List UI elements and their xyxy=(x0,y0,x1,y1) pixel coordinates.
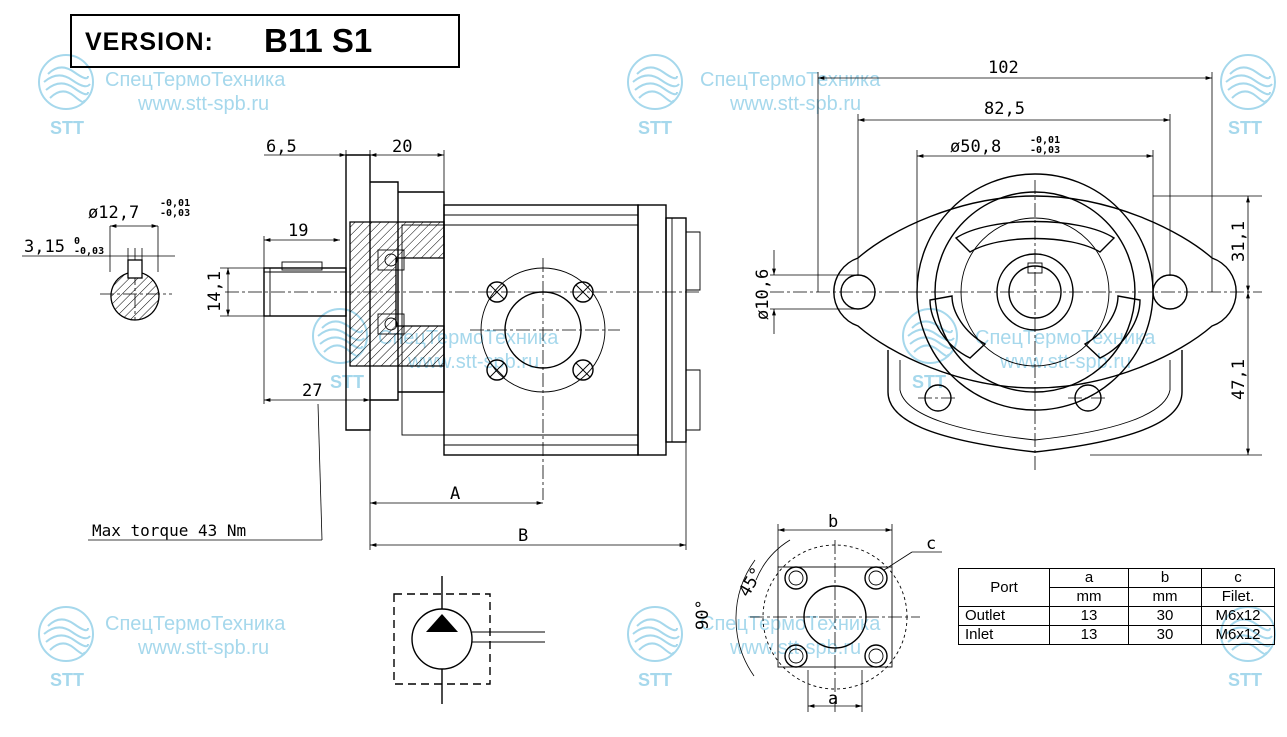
table-row: Outlet 13 30 M6x12 xyxy=(958,606,1275,626)
torque-note: Max torque 43 Nm xyxy=(92,521,246,540)
row-a: 13 xyxy=(1049,625,1129,645)
angle-45: 45° xyxy=(735,564,768,601)
dim-102: 102 xyxy=(988,58,1019,78)
shaft-dia-tol-upper: -0,01 xyxy=(160,198,190,209)
key-tol-upper: 0 xyxy=(74,236,80,247)
watermark-bottom-center: STT СпецТермоТехника www.stt-spb.ru xyxy=(627,606,881,690)
unit-b: mm xyxy=(1128,587,1202,607)
pump-side-view: 6,5 20 19 14,1 27 A B Max torque 43 Nm xyxy=(88,137,701,550)
watermark-company: СпецТермоТехника xyxy=(975,327,1156,349)
row-b: 30 xyxy=(1128,606,1202,626)
watermark-top-left: STT СпецТермоТехника www.stt-spb.ru xyxy=(38,54,286,138)
header-b: b xyxy=(1128,568,1202,588)
shaft-dia-tol-lower: -0,03 xyxy=(160,208,190,219)
watermark-url: www.stt-spb.ru xyxy=(729,637,861,659)
watermark-logo-text: STT xyxy=(330,372,364,392)
dim-b: B xyxy=(518,526,528,546)
watermark-logo-text: STT xyxy=(912,372,946,392)
watermark-company: СпецТермоТехника xyxy=(700,613,881,635)
dim-6-5: 6,5 xyxy=(266,137,297,157)
watermark-url: www.stt-spb.ru xyxy=(999,351,1131,373)
table-header-row: Port a b c xyxy=(958,568,1275,607)
watermark-logo-text: STT xyxy=(638,118,672,138)
dim-19: 19 xyxy=(288,221,308,241)
row-b: 30 xyxy=(1128,625,1202,645)
watermark-logo-text: STT xyxy=(638,670,672,690)
row-port: Outlet xyxy=(958,606,1050,626)
port-dim-b: b xyxy=(828,512,838,532)
port-table: Port a b c mm mm Filet. Outlet 13 30 M6x… xyxy=(958,568,1275,645)
watermark-url: www.stt-spb.ru xyxy=(137,93,269,115)
watermark-top-right: STT xyxy=(1220,54,1276,138)
header-port: Port xyxy=(958,568,1050,607)
angle-90: 90° xyxy=(693,599,713,630)
watermark-top-center: STT СпецТермоТехника www.stt-spb.ru xyxy=(627,54,881,138)
shaft-section-view: ø12,7 -0,01 -0,03 3,15 0 -0,03 xyxy=(22,198,190,321)
pilot-tol-upper: -0,01 xyxy=(1030,135,1060,146)
pump-hydraulic-symbol xyxy=(393,576,545,704)
key-width-label: 3,15 xyxy=(24,237,65,257)
watermark-company: СпецТермоТехника xyxy=(105,613,286,635)
dim-a: A xyxy=(450,484,460,504)
table-unit-row: mm mm Filet. xyxy=(959,587,1275,607)
port-dim-a: a xyxy=(828,689,838,709)
dim-27: 27 xyxy=(302,381,322,401)
dim-20: 20 xyxy=(392,137,412,157)
dim-47-1: 47,1 xyxy=(1229,359,1249,400)
watermark-logo-text: STT xyxy=(50,118,84,138)
unit-c: Filet. xyxy=(1201,587,1275,607)
dim-31-1: 31,1 xyxy=(1229,221,1249,262)
watermark-url: www.stt-spb.ru xyxy=(729,93,861,115)
port-detail-view: b a c 90° 45° xyxy=(693,512,942,712)
watermark-bottom-right: STT xyxy=(1220,606,1276,690)
port-bolt-holes xyxy=(486,281,594,381)
header-a: a xyxy=(1049,568,1129,588)
key-tol-lower: -0,03 xyxy=(74,246,104,257)
watermark-company: СпецТермоТехника xyxy=(105,69,286,91)
row-port: Inlet xyxy=(958,625,1050,645)
dim-hole-dia: ø10,6 xyxy=(753,269,773,320)
row-a: 13 xyxy=(1049,606,1129,626)
table-row: Inlet 13 30 M6x12 xyxy=(958,625,1275,645)
watermark-company: СпецТермоТехника xyxy=(700,69,881,91)
dim-pilot-dia: ø50,8 xyxy=(950,137,1001,157)
dim-14-1: 14,1 xyxy=(205,271,225,312)
row-c: M6x12 xyxy=(1201,625,1275,645)
version-label: VERSION: xyxy=(85,28,214,56)
watermark-logo-text: STT xyxy=(50,670,84,690)
version-value: B11 S1 xyxy=(264,22,373,59)
row-c: M6x12 xyxy=(1201,606,1275,626)
pilot-tol-lower: -0,03 xyxy=(1030,145,1060,156)
unit-a: mm xyxy=(1049,587,1129,607)
port-dim-c: c xyxy=(926,534,936,554)
watermark-logo-text: STT xyxy=(1228,118,1262,138)
version-box: VERSION: B11 S1 xyxy=(70,14,460,68)
header-c: c xyxy=(1201,568,1275,588)
watermark-middle-right: STT СпецТермоТехника www.stt-spb.ru xyxy=(902,308,1156,392)
pump-front-view: 102 82,5 ø50,8 -0,01 -0,03 ø10,6 31,1 47… xyxy=(753,58,1262,470)
watermark-bottom-left: STT СпецТермоТехника www.stt-spb.ru xyxy=(38,606,286,690)
watermark-logo-text: STT xyxy=(1228,670,1262,690)
watermark-url: www.stt-spb.ru xyxy=(137,637,269,659)
port-detail-bolt-holes xyxy=(784,566,888,668)
shaft-dia-label: ø12,7 xyxy=(88,203,139,223)
dim-82-5: 82,5 xyxy=(984,99,1025,119)
